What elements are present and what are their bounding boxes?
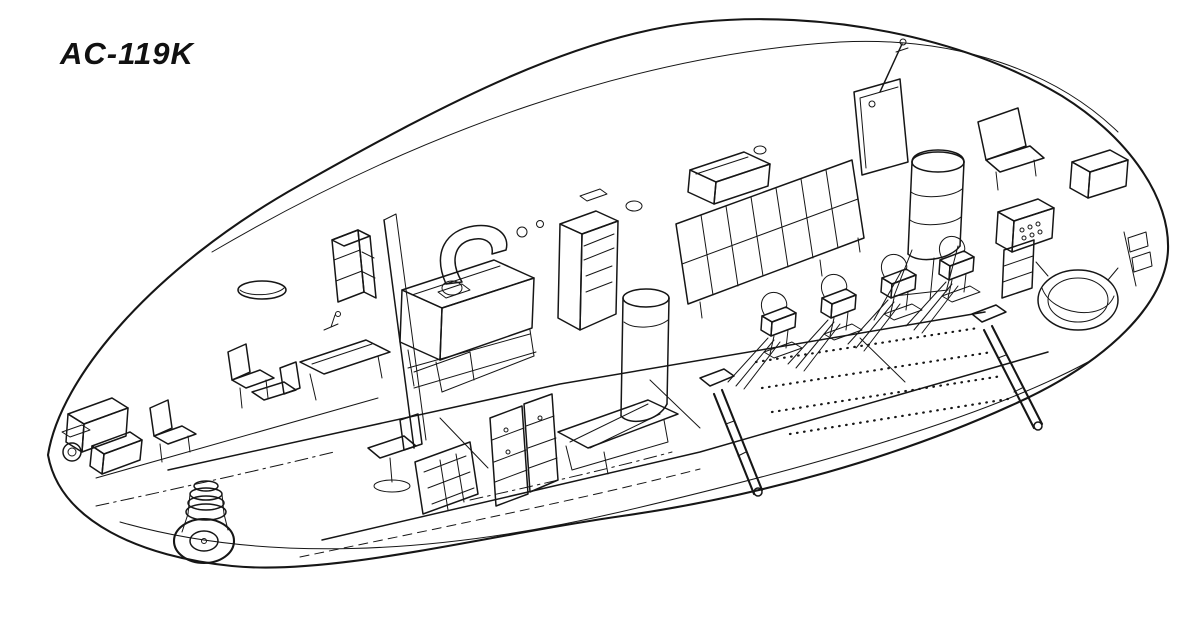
cannon-barrels [699, 304, 1044, 497]
electronics-rack-tall [557, 210, 619, 331]
nose-landing-gear [172, 480, 236, 565]
blower-duct [437, 224, 508, 299]
flare-rack-mid [489, 393, 559, 507]
cabin-floor [167, 213, 1049, 541]
portholes-details [61, 145, 767, 462]
launch-tube-center [557, 288, 679, 475]
aft-equipment-bay [977, 107, 1153, 331]
equipment-cabinet-truss [399, 259, 537, 393]
flare-rack-forward [331, 229, 377, 303]
crew-chair-console [367, 413, 479, 515]
aft-door-panel [853, 38, 909, 176]
minigun-battery [727, 235, 981, 390]
cockpit-section [65, 311, 391, 479]
ammunition-rack [675, 151, 865, 319]
aircraft-designation-label: AC-119K [60, 36, 194, 71]
stippled-floor [754, 326, 1016, 436]
illuminator-cylinder [873, 149, 965, 321]
construction-lines [95, 451, 701, 558]
fuselage-outline [46, 18, 1170, 569]
